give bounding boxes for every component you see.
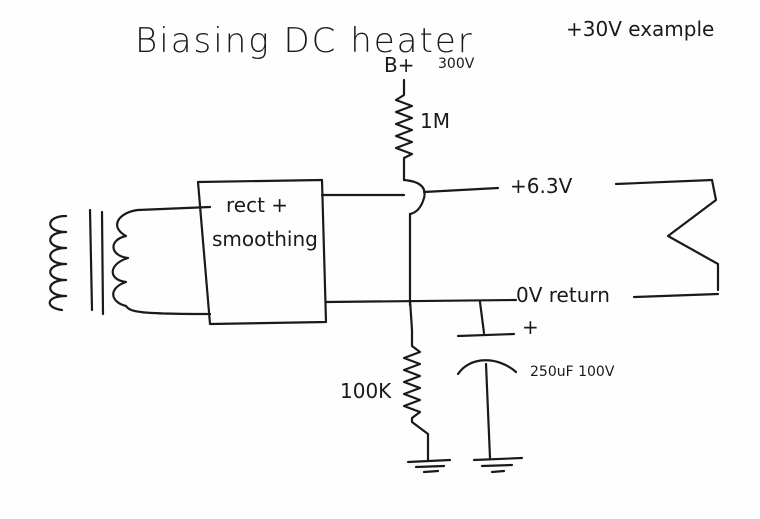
capacitor-250uf bbox=[456, 300, 518, 460]
capacitor-plus-label: + bbox=[522, 315, 539, 339]
transformer-primary-coil bbox=[48, 214, 68, 312]
transformer-secondary-top-lead bbox=[136, 205, 212, 212]
transformer-secondary-coil bbox=[111, 208, 212, 316]
diagram-subtitle: +30V example bbox=[566, 17, 714, 41]
diagram-title: Biasing DC heater bbox=[135, 21, 474, 61]
wire-zero-return bbox=[324, 298, 518, 304]
capacitor-value-label: 250uF 100V bbox=[530, 364, 615, 380]
resistor-100k bbox=[402, 328, 430, 462]
wire-heater-positive bbox=[320, 186, 500, 197]
heater-positive-label: +6.3V bbox=[510, 174, 573, 198]
wire-heater-positive-right bbox=[614, 178, 714, 186]
heater-filament-symbol bbox=[666, 178, 720, 292]
rectifier-smoothing-box bbox=[196, 178, 328, 326]
wire-vertical-divider bbox=[408, 212, 414, 332]
resistor-100k-label: 100K bbox=[340, 379, 392, 403]
transformer-symbol bbox=[48, 205, 212, 316]
ground-symbol-left bbox=[406, 458, 452, 474]
resistor-1m-label: 1M bbox=[420, 109, 450, 133]
box-label-line2: smoothing bbox=[212, 227, 318, 251]
ground-symbol-right bbox=[472, 456, 524, 474]
box-label-line1: rect + bbox=[226, 193, 288, 217]
wire-crossover-hop bbox=[402, 178, 426, 216]
bplus-label: B+ bbox=[384, 53, 414, 77]
bplus-voltage-label: 300V bbox=[438, 56, 475, 72]
wire-zero-return-right bbox=[632, 292, 720, 299]
resistor-1m bbox=[394, 78, 414, 182]
return-label: 0V return bbox=[516, 283, 610, 307]
transformer-core bbox=[88, 208, 105, 316]
